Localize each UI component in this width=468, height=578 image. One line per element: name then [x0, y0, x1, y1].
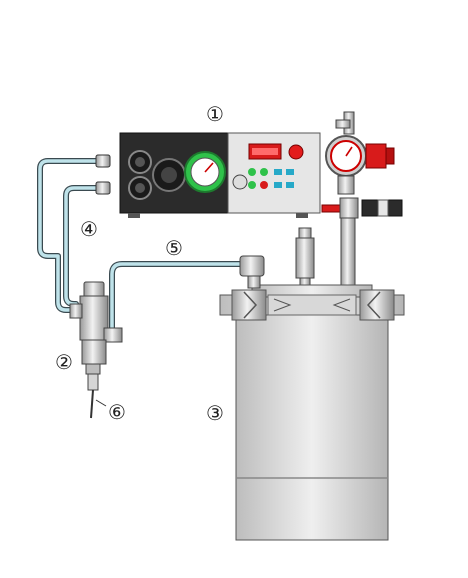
- dispensing-controller-icon: [119, 132, 321, 218]
- pressure-tank-icon: [219, 255, 405, 541]
- hose-fitting-icon: [95, 154, 111, 195]
- label-air-hose: ④: [80, 217, 98, 241]
- label-controller: ①: [206, 102, 224, 126]
- label-pressure-tank: ③: [206, 401, 224, 425]
- label-material-hose: ⑤: [165, 236, 183, 260]
- nozzle-icon: [90, 389, 94, 419]
- material-hose-5: [109, 261, 247, 333]
- pressure-regulator-icon: [321, 111, 403, 289]
- label-nozzle: ⑥: [108, 400, 126, 424]
- leader-line: [95, 399, 107, 407]
- dispensing-valve-icon: [69, 281, 123, 391]
- label-dispensing-valve: ②: [55, 350, 73, 374]
- safety-valve-icon: [295, 227, 315, 291]
